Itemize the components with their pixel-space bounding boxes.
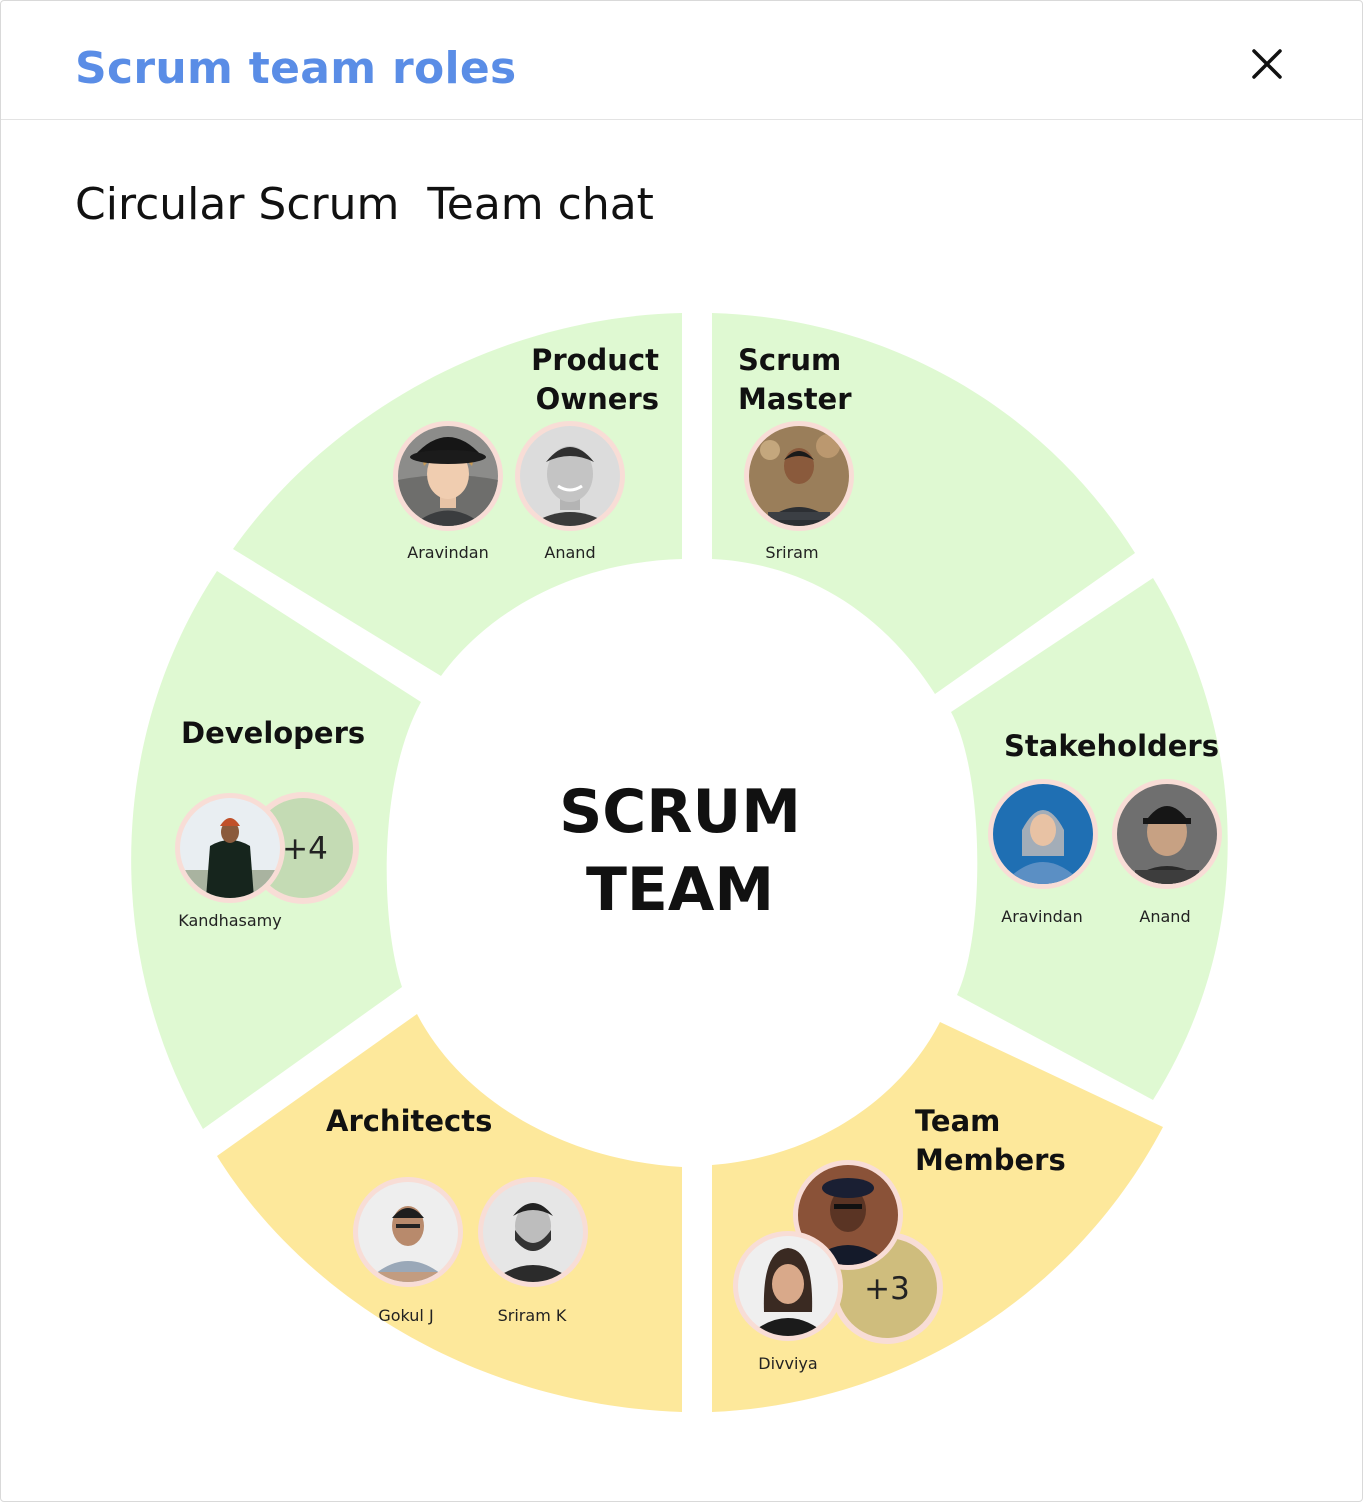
young-man-black-hat-photo [398,426,498,526]
dialog-title: Scrum team roles [75,43,517,94]
architects-title: Architects [326,1104,492,1138]
dialog-header: Scrum team roles [1,1,1362,120]
close-button[interactable] [1244,41,1290,87]
smiling-man-grayscale-photo [520,426,620,526]
man-orange-beanie-photo [180,798,280,898]
product-owners-title-line2: Owners [536,382,659,416]
member-name: Sriram K [498,1306,567,1325]
man-arms-crossed-outdoor-photo [749,426,849,526]
member-name: Anand [544,543,595,562]
diagram-subtitle: Circular Scrum Team chat [75,179,654,230]
avatar[interactable]: Kandhasamy [175,793,285,930]
member-name: Aravindan [407,543,488,562]
avatar[interactable]: Anand [1112,779,1222,926]
scrum-master-title-line2: Master [738,382,852,416]
smiling-woman-photo [738,1236,838,1336]
man-glasses-arms-crossed-photo [358,1182,458,1282]
member-name: Aravindan [1001,907,1082,926]
avatar[interactable]: Gokul J [353,1177,463,1325]
woman-blue-jacket-photo [993,784,1093,884]
segment-scrum-master[interactable] [712,313,1135,694]
center-label-line2: TEAM [586,855,774,925]
scrum-master-title-line1: Scrum [738,343,841,377]
avatar[interactable]: Aravindan [988,779,1098,926]
avatar[interactable]: Aravindan [393,421,503,562]
member-name: Anand [1139,907,1190,926]
member-name: Sriram [765,543,818,562]
center-label-line1: SCRUM [559,777,801,847]
team-members-title-line2: Members [915,1143,1066,1177]
developers-title: Developers [181,716,365,750]
avatar[interactable]: Anand [515,421,625,562]
team-members-title-line1: Team [915,1104,1000,1138]
member-name: Divviya [758,1354,817,1373]
product-owners-title-line1: Product [531,343,659,377]
stakeholders-title: Stakeholders [1004,729,1219,763]
more-count: +4 [282,831,328,867]
avatar[interactable]: Divviya [733,1231,843,1373]
man-black-cap-photo [1117,784,1217,884]
bearded-man-grayscale-photo [483,1182,583,1282]
avatar[interactable]: Sriram K [478,1177,588,1325]
member-name: Gokul J [378,1306,433,1325]
member-name: Kandhasamy [178,911,281,930]
more-count: +3 [864,1271,910,1307]
avatar[interactable]: Sriram [744,421,854,562]
close-icon [1252,49,1282,79]
